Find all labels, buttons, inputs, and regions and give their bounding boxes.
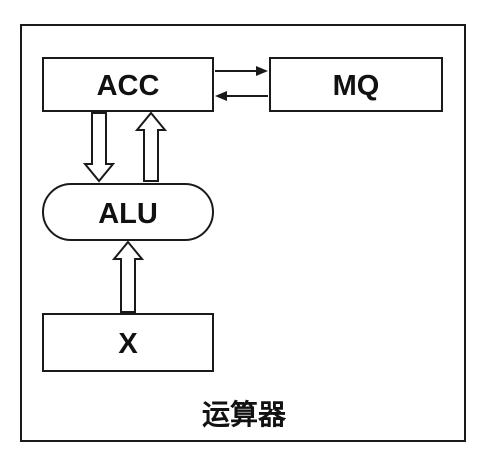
mq-label: MQ <box>333 70 380 102</box>
mq-box <box>269 57 443 112</box>
x-to-alu-arrow <box>111 240 145 313</box>
x-register: X <box>42 313 214 372</box>
mq-to-acc-arrow <box>215 91 268 101</box>
alu-shape <box>42 183 214 241</box>
x-label: X <box>118 328 138 360</box>
x-box <box>42 313 214 372</box>
alu-label: ALU <box>98 198 158 230</box>
arithmetic-unit-caption: 运算器 <box>202 398 287 431</box>
acc-to-mq-arrow <box>215 66 268 76</box>
alu-unit: ALU <box>42 183 214 241</box>
acc-register: ACC <box>42 57 214 112</box>
acc-to-alu-arrow <box>82 112 116 183</box>
mq-register: MQ <box>269 57 443 112</box>
acc-box <box>42 57 214 112</box>
alu-to-acc-arrow <box>134 111 168 182</box>
acc-label: ACC <box>97 70 160 102</box>
